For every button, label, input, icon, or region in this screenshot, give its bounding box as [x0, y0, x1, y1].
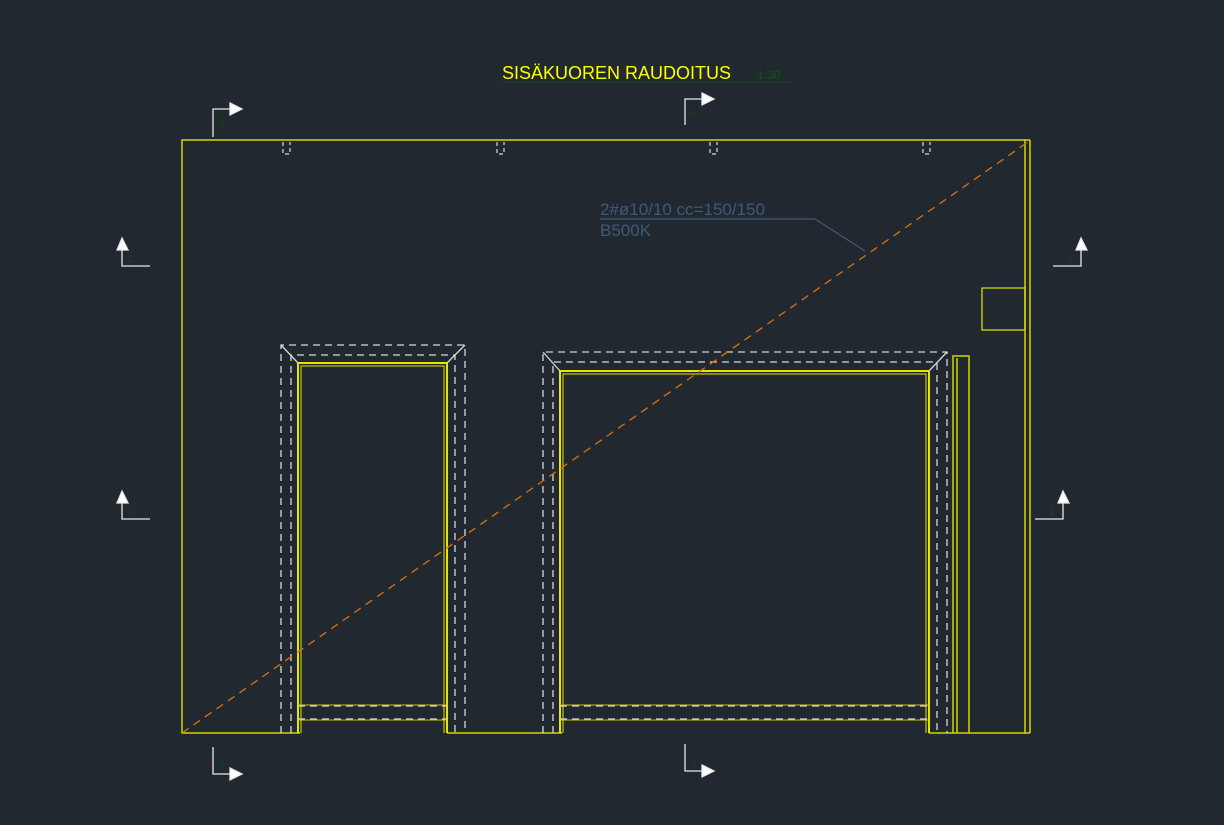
marker-label: 2 — [1067, 253, 1073, 265]
section-marker-left-lower — [116, 489, 150, 520]
marker-label: 4 — [690, 757, 696, 769]
section-marker-bottom-left — [212, 747, 244, 782]
annotation-leader — [600, 218, 866, 252]
diagonal-bar — [181, 141, 1029, 734]
drawing-scale: 1:30 — [757, 68, 781, 82]
reinforcement-door — [280, 344, 466, 733]
marker-label: 3 — [218, 760, 224, 772]
marker-label: 1 — [1049, 506, 1055, 518]
section-marker-right-upper — [1053, 236, 1089, 267]
annotation-grade: B500K — [600, 221, 652, 240]
section-marker-bottom-center — [684, 744, 716, 779]
section-marker-right-lower — [1035, 489, 1071, 520]
post — [952, 355, 970, 734]
section-marker-left-upper — [116, 236, 150, 267]
small-box — [981, 287, 1026, 331]
top-notches — [282, 142, 931, 155]
marker-label: 2 — [127, 253, 133, 265]
door-opening — [297, 362, 448, 733]
section-marker-top-left — [212, 101, 244, 137]
marker-label: 4 — [690, 108, 696, 120]
bottom-bar-lines — [298, 704, 929, 721]
reinforcement-large-opening — [542, 351, 948, 733]
marker-label: 3 — [218, 118, 224, 130]
section-marker-top-center — [684, 91, 716, 125]
marker-label: 1 — [127, 506, 133, 518]
large-opening — [559, 370, 930, 733]
annotation-rebar: 2#ø10/10 cc=150/150 — [600, 200, 765, 219]
drawing-title: SISÄKUOREN RAUDOITUS — [502, 63, 731, 83]
